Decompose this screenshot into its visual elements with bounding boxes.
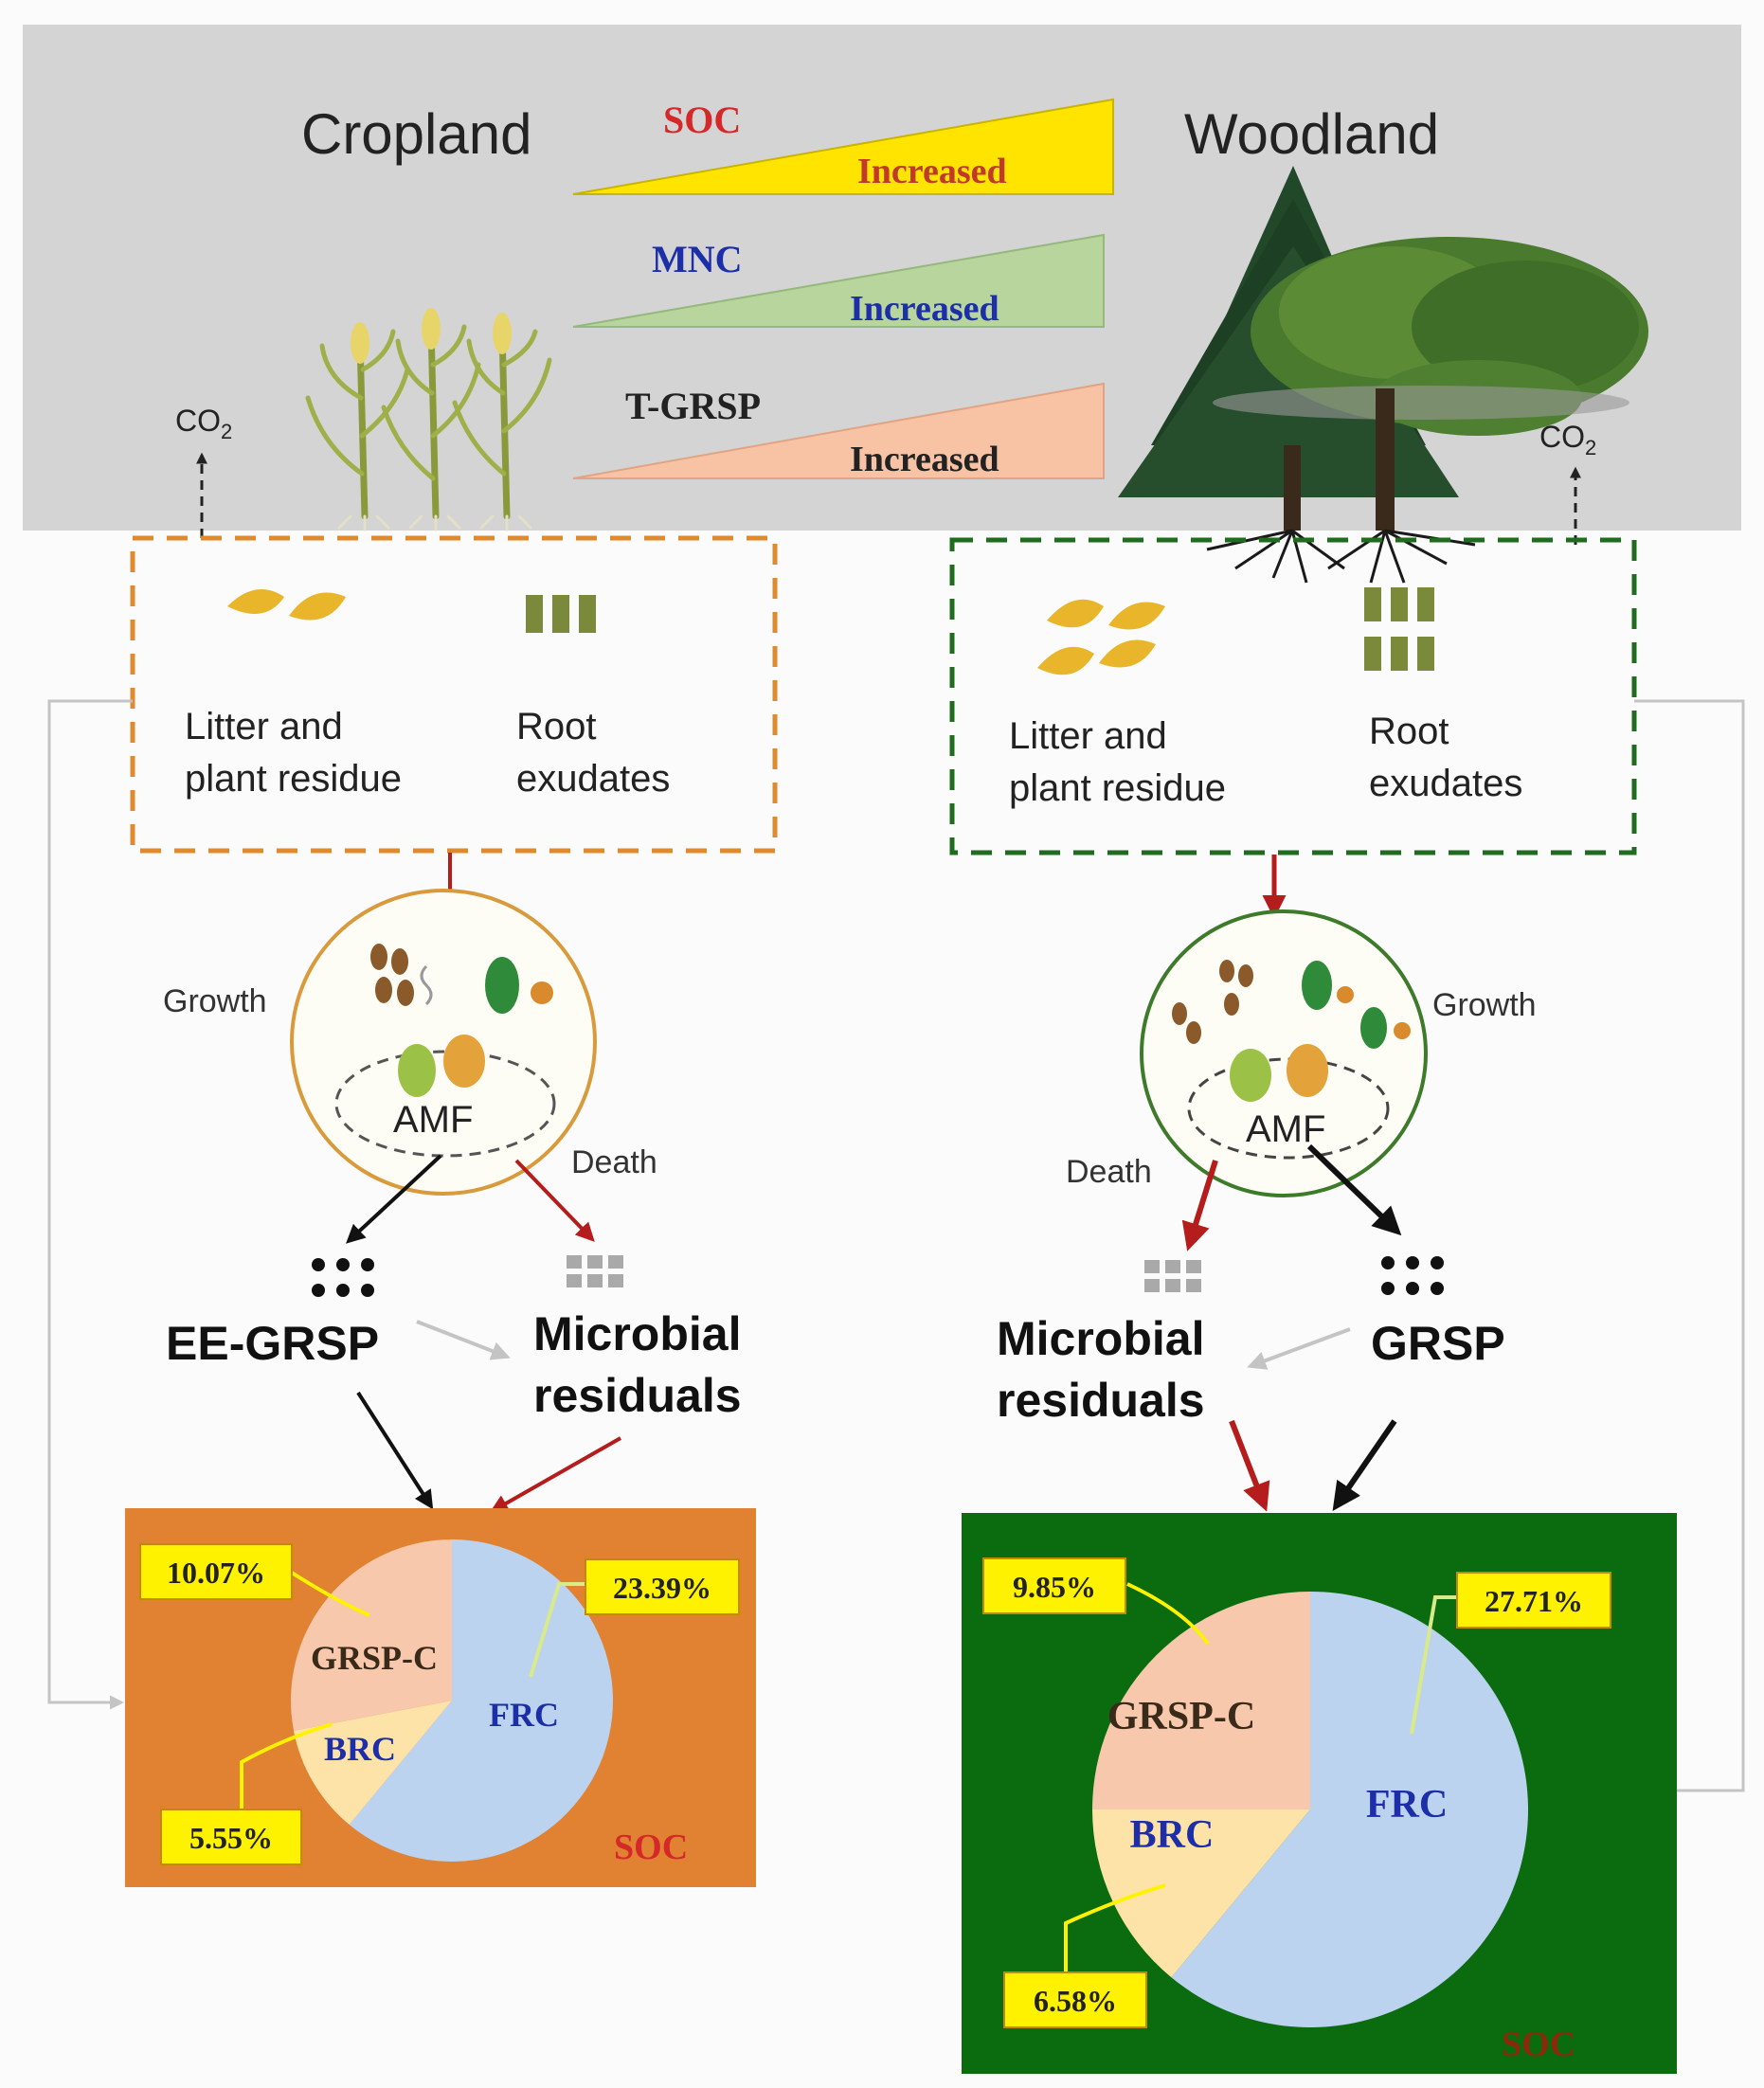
woodland-grsp-label: GRSP bbox=[1371, 1317, 1505, 1370]
woodland-litter-line1: Litter and bbox=[1009, 715, 1167, 757]
woodland-root-line2: exudates bbox=[1369, 763, 1522, 804]
cropland-grsp-label: EE-GRSP bbox=[166, 1317, 379, 1370]
woodland-death-arrow bbox=[1181, 1160, 1218, 1251]
woodland-callout-grsp: 9.85% bbox=[982, 1557, 1126, 1614]
cropland-callout-brc: 5.55% bbox=[160, 1809, 302, 1865]
cropland-feedback-arrow bbox=[47, 699, 133, 1710]
cropland-root-line2: exudates bbox=[516, 758, 670, 800]
cropland-root-line1: Root bbox=[516, 706, 597, 747]
mnc-wedge-group: MNC Increased bbox=[572, 233, 1105, 329]
corn-plants-illustration bbox=[305, 308, 552, 531]
pie-label-grsp-c: GRSP-C bbox=[311, 1639, 438, 1677]
cropland-amf-to-grsp-arrow bbox=[346, 1154, 442, 1244]
cropland-death-to-residual-arrow bbox=[514, 1159, 595, 1242]
mnc-wedge-note: Increased bbox=[850, 289, 999, 329]
cropland-death-label: Death bbox=[571, 1144, 657, 1180]
cropland-input-box bbox=[130, 535, 778, 854]
cropland-residual-line2: residuals bbox=[533, 1369, 742, 1422]
trees-illustration bbox=[1118, 166, 1648, 584]
cropland-litter-line2: plant residue bbox=[185, 758, 402, 800]
tgrsp-wedge-note: Increased bbox=[850, 440, 999, 479]
pie-slice-grsp-c bbox=[1092, 1592, 1310, 1809]
soc-wedge-group: SOC Increased bbox=[572, 98, 1114, 195]
woodland-residual-to-soc-arrow bbox=[1229, 1419, 1270, 1512]
woodland-grsp-to-residual-arrow bbox=[1247, 1327, 1351, 1370]
leaf-icon bbox=[227, 589, 346, 621]
cropland-residual-to-soc-arrow bbox=[489, 1436, 621, 1513]
woodland-death-label: Death bbox=[1066, 1154, 1152, 1190]
pie-label-brc: BRC bbox=[1130, 1813, 1215, 1857]
woodland-feedback-arrow bbox=[1634, 699, 1745, 1798]
callout-text: 10.07% bbox=[167, 1556, 265, 1590]
woodland-microbe-circle bbox=[1140, 909, 1428, 1197]
woodland-residual-line2: residuals bbox=[997, 1374, 1205, 1427]
grsp-dots-icon bbox=[312, 1258, 374, 1297]
cropland-soc-pie-chart: FRC BRC GRSP-C bbox=[291, 1539, 613, 1862]
woodland-input-box bbox=[949, 537, 1637, 855]
pie-slice-grsp-c bbox=[291, 1539, 452, 1731]
tgrsp-wedge-label: T-GRSP bbox=[625, 385, 761, 427]
woodland-amf-to-grsp-arrow bbox=[1306, 1143, 1402, 1236]
leaf-icon bbox=[1037, 599, 1165, 675]
cropland-soc-label: SOC bbox=[614, 1827, 688, 1867]
woodland-callout-leaders bbox=[1064, 1582, 1457, 1972]
pie-label-frc: FRC bbox=[489, 1696, 559, 1734]
woodland-residual-line1: Microbial bbox=[997, 1312, 1204, 1365]
cropland-grsp-to-residual-arrow bbox=[416, 1320, 511, 1360]
cropland-residual-line1: Microbial bbox=[533, 1307, 741, 1360]
soc-wedge bbox=[572, 98, 1114, 195]
cropland-grsp-to-soc-arrow bbox=[356, 1391, 434, 1510]
residual-squares-icon bbox=[1144, 1260, 1201, 1292]
woodland-title: Woodland bbox=[1184, 102, 1439, 166]
cropland-co2: CO2 bbox=[175, 404, 232, 538]
woodland-litter-line2: plant residue bbox=[1009, 767, 1226, 809]
cropland-growth-label: Growth bbox=[163, 983, 267, 1019]
callout-text: 6.58% bbox=[1034, 1984, 1117, 2018]
tgrsp-wedge bbox=[572, 382, 1105, 479]
woodland-growth-label: Growth bbox=[1432, 987, 1537, 1023]
woodland-amf-label: AMF bbox=[1246, 1108, 1325, 1150]
mnc-wedge-label: MNC bbox=[652, 238, 743, 280]
mnc-wedge bbox=[572, 233, 1105, 328]
tgrsp-wedge-group: T-GRSP Increased bbox=[572, 382, 1105, 479]
root-exudate-icon bbox=[1364, 587, 1434, 671]
woodland-co2: CO2 bbox=[1539, 420, 1596, 545]
cropland-title: Cropland bbox=[301, 102, 532, 166]
co2-label-left: CO2 bbox=[175, 404, 232, 443]
cropland-callout-frc: 23.39% bbox=[585, 1558, 740, 1615]
cropland-callout-leaders bbox=[240, 1571, 585, 1809]
cropland-callout-grsp: 10.07% bbox=[139, 1543, 293, 1600]
woodland-grsp-to-soc-arrow bbox=[1332, 1419, 1397, 1511]
cropland-litter-line1: Litter and bbox=[185, 706, 343, 747]
grsp-dots-icon bbox=[1381, 1256, 1444, 1295]
pie-label-brc: BRC bbox=[324, 1730, 396, 1768]
callout-text: 9.85% bbox=[1013, 1570, 1096, 1604]
woodland-soc-pie-chart: FRC BRC GRSP-C bbox=[1092, 1592, 1528, 2027]
cropland-amf-label: AMF bbox=[393, 1099, 473, 1141]
root-exudate-icon bbox=[526, 595, 596, 633]
pie-slice-brc bbox=[1092, 1809, 1310, 1978]
soc-wedge-note: Increased bbox=[857, 152, 1007, 191]
woodland-callout-brc: 6.58% bbox=[1003, 1971, 1147, 2028]
cropland-microbe-circle bbox=[290, 889, 597, 1196]
pie-label-frc: FRC bbox=[1366, 1783, 1448, 1827]
woodland-root-line1: Root bbox=[1369, 711, 1449, 752]
callout-text: 23.39% bbox=[613, 1571, 711, 1605]
residual-squares-icon bbox=[567, 1255, 623, 1287]
pie-slice-frc bbox=[1171, 1592, 1528, 2027]
woodland-callout-frc: 27.71% bbox=[1456, 1572, 1611, 1629]
soc-wedge-label: SOC bbox=[663, 99, 741, 141]
co2-label-right: CO2 bbox=[1539, 420, 1596, 459]
woodland-soc-label: SOC bbox=[1502, 2025, 1575, 2064]
pie-label-grsp-c: GRSP-C bbox=[1107, 1695, 1255, 1738]
pie-slice-brc bbox=[294, 1701, 452, 1825]
callout-text: 27.71% bbox=[1485, 1584, 1583, 1618]
callout-text: 5.55% bbox=[189, 1821, 273, 1855]
